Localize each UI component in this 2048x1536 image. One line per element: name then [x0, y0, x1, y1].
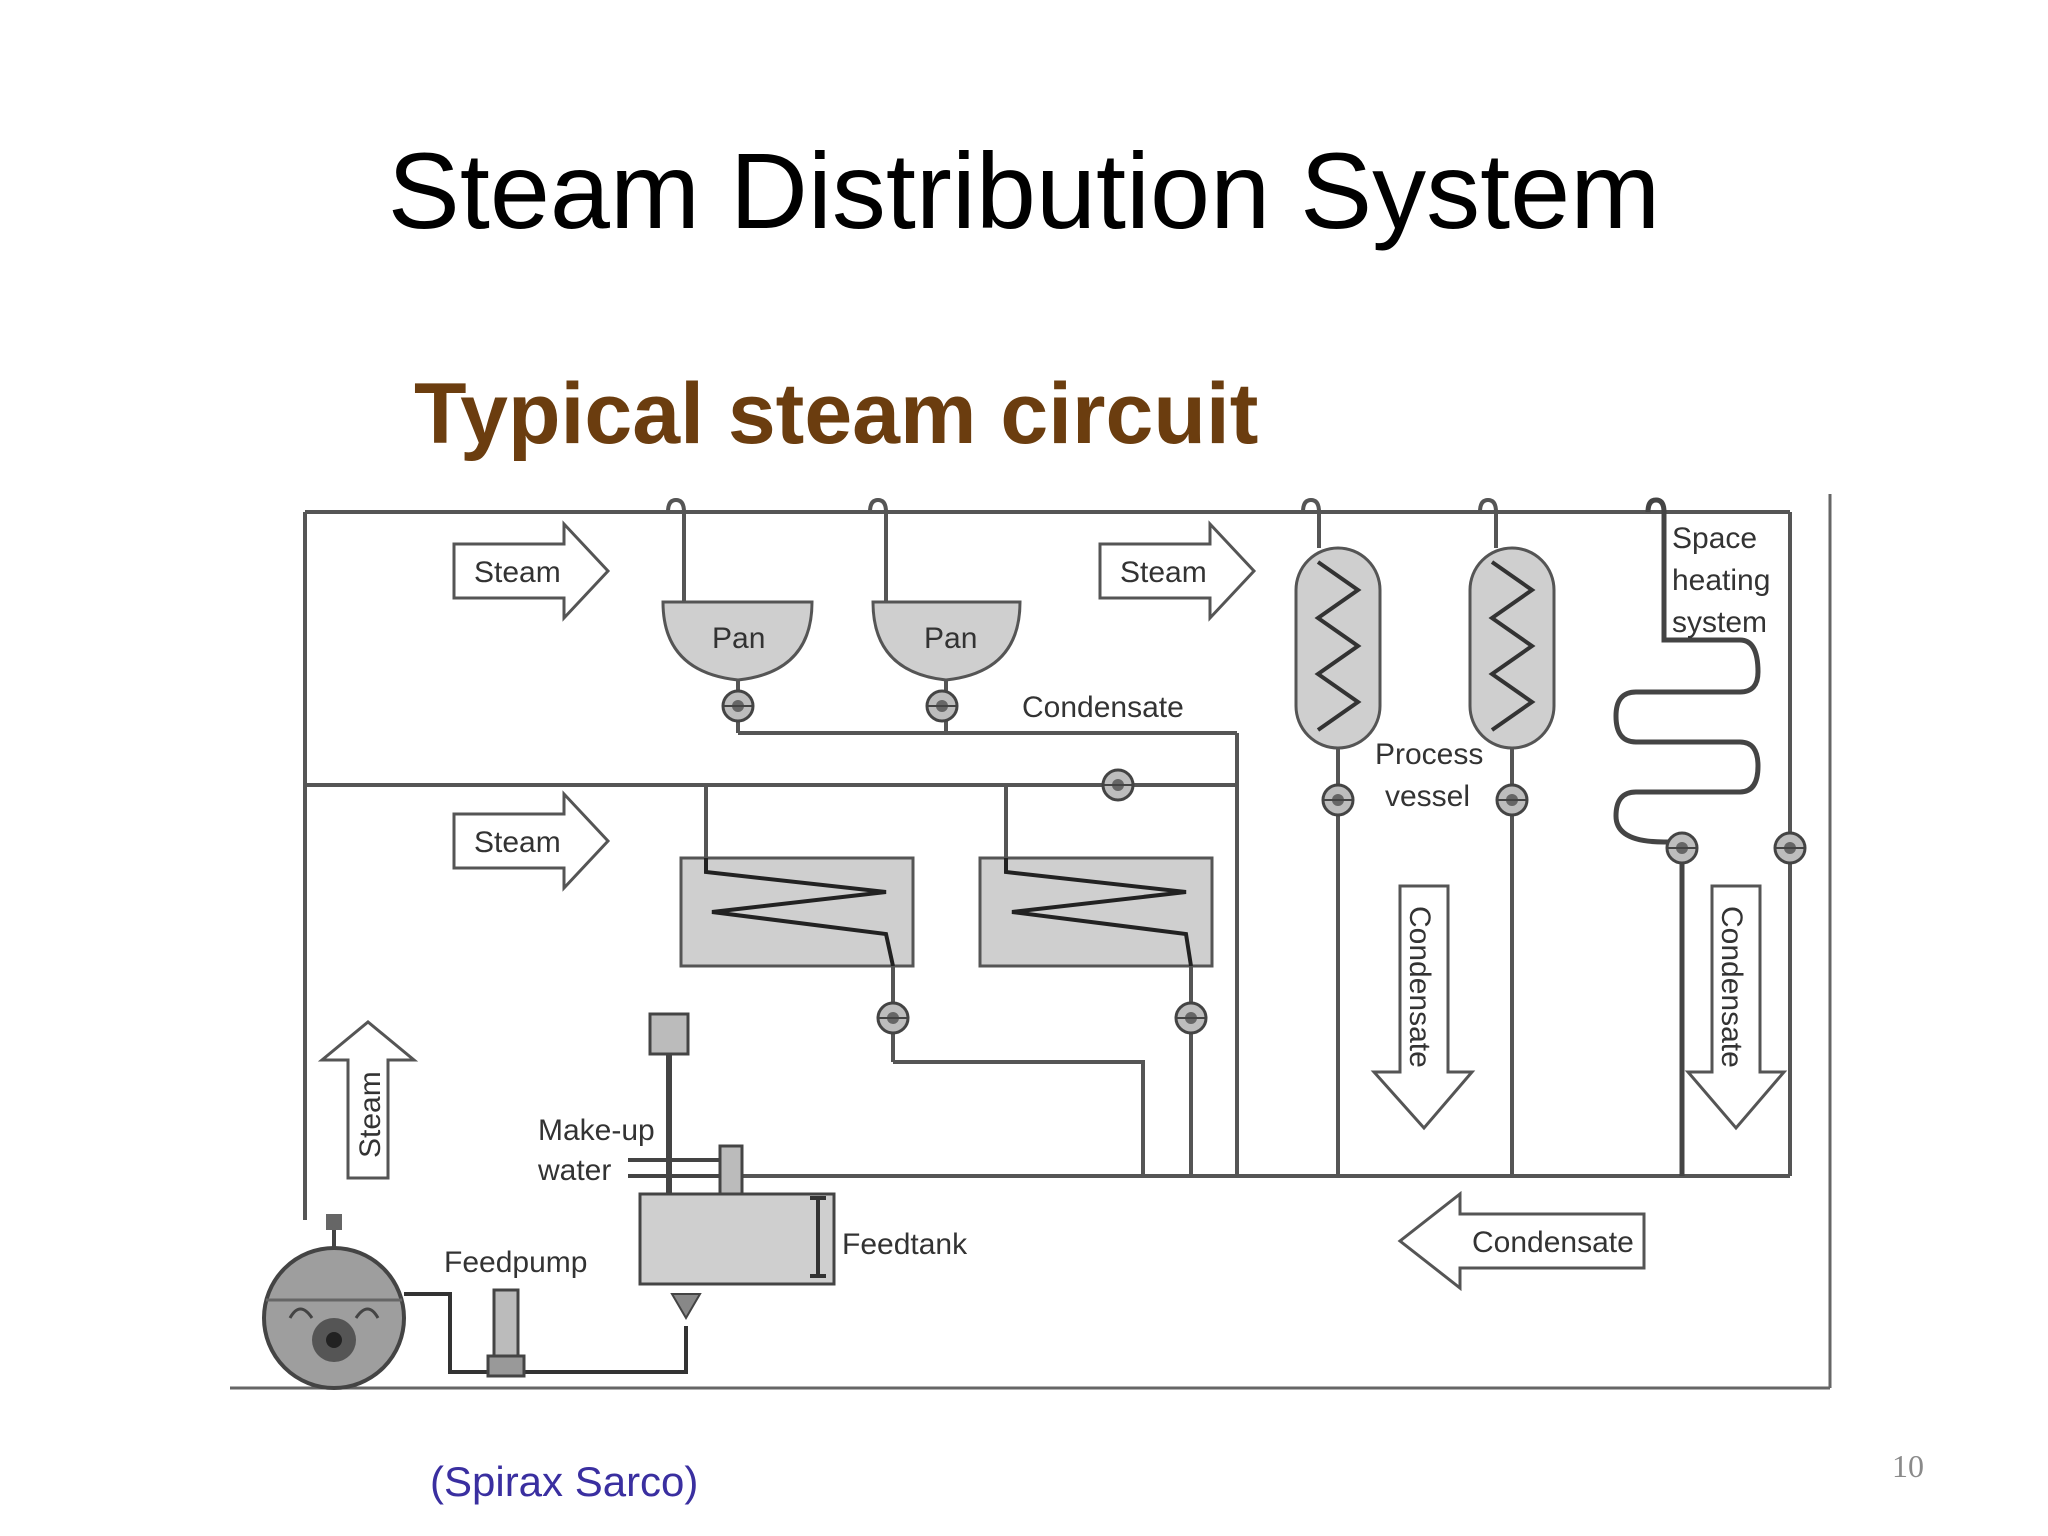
space-heating-label-1: Space [1672, 522, 1757, 555]
svg-text:Condensate: Condensate [1715, 906, 1748, 1068]
pan-2: Pan [868, 497, 1022, 733]
pan-2-label: Pan [924, 622, 977, 655]
steam-arrow-vertical: Steam [317, 1020, 419, 1180]
svg-text:Feedtank: Feedtank [842, 1228, 968, 1261]
space-heating-label-2: heating [1672, 564, 1770, 597]
slide-subtitle: Typical steam circuit [414, 366, 1259, 462]
heat-exchanger-1 [679, 785, 1145, 1176]
svg-text:Steam: Steam [354, 1071, 387, 1158]
svg-text:Steam: Steam [474, 826, 561, 859]
condensate-arrow-down-1: Condensate [1370, 884, 1476, 1131]
heat-exchanger-2 [978, 785, 1214, 1176]
boiler [262, 1214, 406, 1390]
process-vessel-2 [1468, 497, 1556, 1176]
feedtank: Feedtank [628, 1012, 968, 1286]
svg-text:Feedpump: Feedpump [444, 1246, 587, 1279]
svg-text:Condensate: Condensate [1472, 1226, 1634, 1259]
space-heating-system: Space heating system [1613, 497, 1807, 1176]
makeup-water-label-1: Make-up [538, 1114, 655, 1147]
steam-arrow-top-mid: Steam [1098, 520, 1257, 622]
svg-text:Condensate: Condensate [1403, 906, 1436, 1068]
process-vessel-1 [1294, 497, 1382, 1176]
space-heating-label-3: system [1672, 606, 1767, 639]
diagram-frame [230, 494, 1832, 1390]
steam-arrow-top-left: Steam [452, 520, 611, 622]
makeup-water-label-2: water [537, 1154, 611, 1187]
slide-title: Steam Distribution System [387, 130, 1661, 251]
svg-text:Steam: Steam [474, 556, 561, 589]
trap-mid-main [1101, 768, 1135, 802]
pan-1-label: Pan [712, 622, 765, 655]
svg-text:Steam: Steam [1120, 556, 1207, 589]
page-number: 10 [1892, 1448, 1924, 1484]
condensate-top-label: Condensate [1022, 691, 1184, 724]
source-credit: (Spirax Sarco) [430, 1458, 699, 1505]
pan-1: Pan [661, 497, 814, 733]
feedpump: Feedpump [404, 1246, 702, 1378]
process-vessel-label-2: vessel [1385, 780, 1470, 813]
condensate-arrow-return: Condensate [1397, 1190, 1646, 1292]
steam-arrow-mid-left: Steam [452, 790, 611, 892]
process-vessel-label-1: Process [1375, 738, 1483, 771]
condensate-arrow-down-2: Condensate [1684, 884, 1788, 1131]
